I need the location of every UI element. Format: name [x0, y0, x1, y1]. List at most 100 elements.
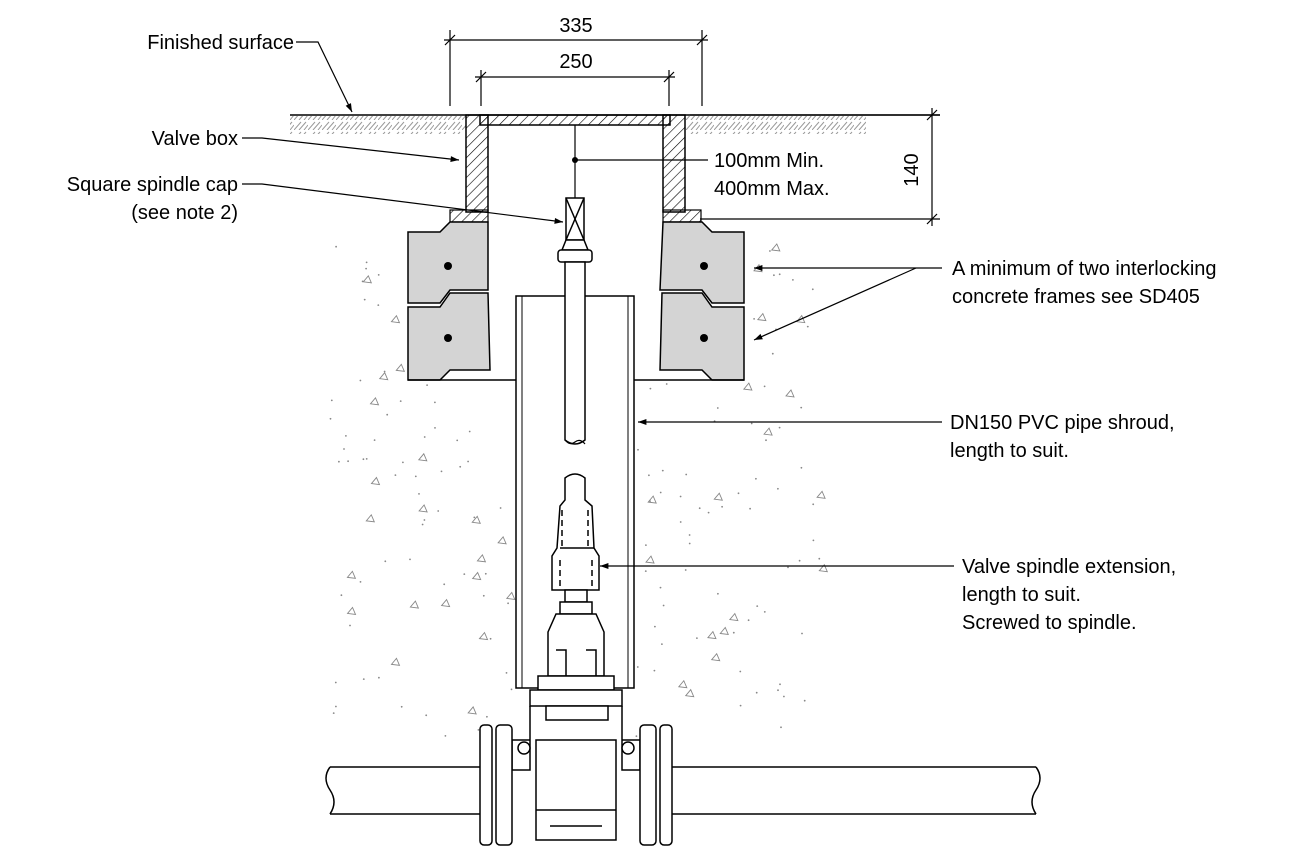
speckle-triangle: [478, 631, 489, 641]
speckle-dot: [434, 427, 436, 429]
speckle-dot: [778, 273, 781, 276]
speckle-dot: [747, 619, 750, 622]
speckle-dot: [649, 387, 652, 390]
speckle-dot: [362, 678, 365, 680]
speckle-triangle: [346, 570, 357, 579]
speckle-dot: [347, 460, 349, 463]
speckle-triangle: [707, 630, 717, 640]
speckle-dot: [362, 458, 365, 461]
speckle-dot: [507, 602, 509, 605]
speckle-dot: [778, 426, 781, 429]
speckle-triangle: [677, 679, 688, 689]
speckle-dot: [661, 643, 663, 645]
speckle-triangle: [647, 495, 657, 504]
speckle-dot: [777, 689, 779, 692]
dimension-250: [475, 70, 675, 106]
speckle-dot: [763, 385, 766, 388]
label-clearance-min: 100mm Min.: [714, 150, 824, 172]
speckle-triangle: [645, 555, 655, 564]
speckle-dot: [330, 399, 333, 402]
speckle-triangle: [763, 427, 773, 436]
speckle-dot: [365, 261, 368, 264]
speckle-triangle: [816, 490, 826, 499]
label-spindle-cap-2: (see note 2): [131, 202, 238, 224]
speckle-dot: [359, 581, 362, 583]
speckle-dot: [399, 400, 402, 402]
speckle-dot: [635, 735, 638, 738]
speckle-triangle: [395, 363, 406, 372]
speckle-dot: [769, 250, 771, 252]
speckle-dot: [803, 699, 806, 702]
speckle-triangle: [756, 312, 767, 322]
speckle-dot: [649, 500, 651, 502]
dimension-140: [690, 108, 940, 226]
speckle-dot: [811, 288, 814, 291]
label-finished-surface: Finished surface: [147, 32, 294, 54]
speckle-dot: [812, 503, 815, 506]
speckle-dot: [685, 473, 688, 476]
speckle-dot: [739, 704, 742, 707]
speckle-dot: [489, 637, 492, 640]
speckle-dot: [763, 611, 766, 613]
speckle-triangle: [770, 243, 781, 252]
speckle-dot: [688, 534, 691, 536]
speckle-triangle: [818, 563, 829, 573]
speckle-dot: [755, 691, 758, 694]
speckle-triangle: [710, 652, 721, 662]
speckle-dot: [338, 460, 340, 463]
speckle-dot: [394, 474, 397, 476]
speckle-dot: [756, 605, 759, 607]
speckle-dot: [737, 492, 740, 495]
label-frames-2: concrete frames see SD405: [952, 286, 1200, 308]
speckle-triangle: [471, 515, 481, 524]
label-extension-2: length to suit.: [962, 584, 1081, 606]
speckle-dot: [753, 318, 755, 320]
speckle-triangle: [795, 314, 806, 324]
label-extension-3: Screwed to spindle.: [962, 612, 1137, 634]
speckle-dot: [659, 586, 662, 589]
speckle-dot: [800, 466, 803, 469]
dim-overall-width: 335: [559, 15, 592, 37]
speckle-dot: [806, 325, 809, 328]
speckle-triangle: [417, 452, 428, 462]
speckle-dot: [739, 670, 742, 673]
speckle-dot: [750, 422, 753, 425]
speckle-dot: [421, 523, 424, 526]
spindle-cap: [557, 197, 593, 263]
speckle-dot: [437, 510, 440, 512]
speckle-dot: [467, 460, 469, 463]
speckle-dot: [716, 407, 719, 409]
speckle-dot: [499, 507, 502, 509]
speckle-triangle: [346, 606, 357, 616]
speckle-dot: [661, 469, 664, 472]
speckle-dot: [423, 436, 426, 438]
speckle-dot: [418, 493, 420, 495]
speckle-dot: [365, 458, 368, 460]
leader-lines: [242, 41, 954, 569]
speckle-dot: [818, 557, 821, 560]
speckle-dot: [707, 511, 710, 514]
speckle-dot: [345, 435, 347, 437]
speckle-triangle: [505, 591, 516, 600]
label-frames-1: A minimum of two interlocking: [952, 258, 1217, 280]
speckle-dot: [783, 695, 785, 698]
speckle-dot: [329, 417, 332, 420]
speckle-dot: [505, 672, 508, 674]
dimension-335: [444, 30, 708, 106]
speckle-triangle: [418, 504, 428, 513]
speckle-dot: [688, 542, 691, 545]
speckle-dot: [373, 439, 376, 441]
speckle-dot: [459, 465, 462, 468]
speckle-dot: [773, 274, 775, 277]
speckle-triangle: [365, 514, 376, 523]
speckle-dot: [349, 624, 351, 627]
speckle-dot: [332, 712, 335, 714]
speckle-dot: [361, 280, 364, 283]
main-pipe: [325, 766, 1041, 815]
spindle-extension: [551, 473, 600, 615]
speckle-dot: [779, 683, 781, 686]
speckle-dot: [792, 279, 794, 281]
backfill-region: [329, 243, 829, 738]
speckle-dot: [812, 539, 815, 542]
